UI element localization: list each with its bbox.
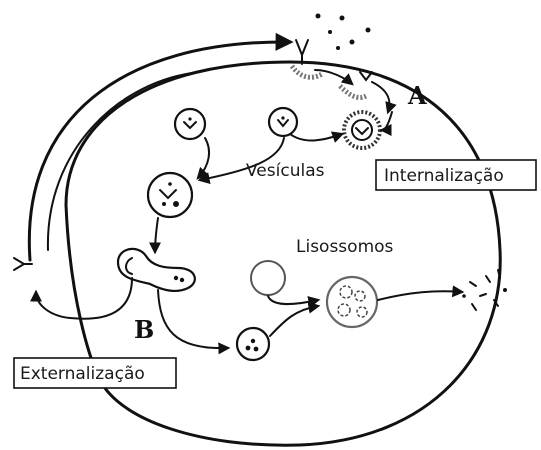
vesicle-2 [269, 108, 297, 136]
ligand-particles [316, 14, 371, 51]
arrow-late-to-lysosome [270, 306, 318, 336]
label-vesicles: Vesículas [246, 161, 325, 181]
arrow-exocytosis-debris [378, 291, 462, 300]
sorting-endosome [118, 249, 195, 291]
arrow-vesicle2-to-coated [290, 134, 342, 141]
early-endosome [148, 173, 192, 217]
debris-particles [462, 270, 507, 310]
label-internalization: Internalização [384, 166, 504, 186]
label-b: B [134, 315, 154, 344]
label-externalization: Externalização [20, 364, 145, 384]
receptor-top [296, 40, 308, 64]
primary-lysosome [251, 261, 285, 295]
arrow-to-coated-vesicle [382, 112, 392, 130]
secondary-lysosome [327, 277, 377, 327]
arrow-externalization [36, 278, 132, 319]
inner-membrane-arc [66, 205, 100, 380]
label-a: A [407, 81, 427, 110]
late-endosome [237, 328, 269, 360]
label-lysosomes: Lisossomos [296, 237, 394, 257]
coated-vesicle [344, 112, 380, 148]
vesicle-1 [175, 109, 205, 139]
arrow-vesicle1-down [198, 138, 209, 178]
arrow-endosome-down [155, 218, 158, 252]
arrow-endosome-to-late [158, 290, 228, 348]
recycling-arrow-inner [48, 72, 200, 250]
arrow-lysosome-fusion [268, 296, 318, 304]
